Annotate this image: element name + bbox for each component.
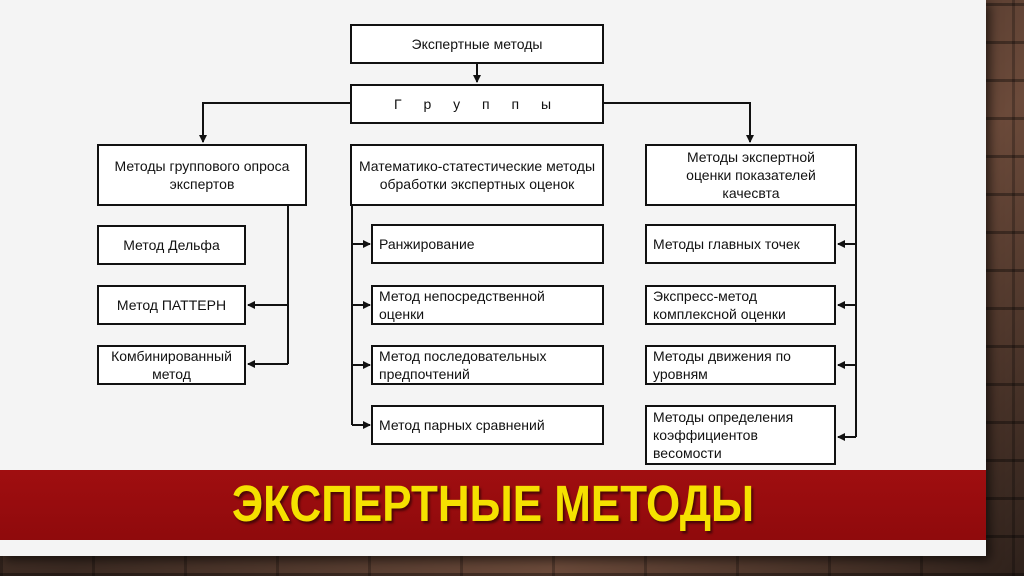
category-expert-quality-label: Методы экспертной оценки показателей кач… (686, 149, 816, 201)
banner-title: ЭКСПЕРТНЫЕ МЕТОДЫ (231, 476, 755, 533)
method-label: Метод последовательных предпочтений (379, 348, 547, 382)
method-label: Ранжирование (379, 236, 475, 252)
root-box: Экспертные методы (350, 24, 604, 64)
category-math-statistical: Математико-статестические методы обработ… (350, 144, 604, 206)
root-label: Экспертные методы (411, 36, 543, 52)
method-box: Метод парных сравнений (371, 405, 604, 445)
title-banner: ЭКСПЕРТНЫЕ МЕТОДЫ (0, 470, 986, 540)
method-box: Методы определения коэффициентов весомос… (645, 405, 836, 465)
method-label: Метод Дельфа (123, 237, 220, 253)
groups-box: Г р у п п ы (350, 84, 604, 124)
method-box: Методы главных точек (645, 224, 836, 264)
category-group-survey-label: Методы группового опроса экспертов (114, 158, 290, 192)
category-expert-quality: Методы экспертной оценки показателей кач… (645, 144, 857, 206)
category-group-survey: Методы группового опроса экспертов (97, 144, 307, 206)
method-box: Метод последовательных предпочтений (371, 345, 604, 385)
method-label: Методы движения по уровням (653, 348, 791, 382)
method-label: Методы главных точек (653, 236, 800, 252)
method-box: Экспресс-метод комплексной оценки (645, 285, 836, 325)
diagram: Экспертные методы Г р у п п ы Методы гру… (97, 24, 857, 465)
slide: Экспертные методы Г р у п п ы Методы гру… (0, 0, 986, 556)
groups-label: Г р у п п ы (393, 96, 561, 112)
category-math-statistical-label: Математико-статестические методы обработ… (358, 158, 596, 192)
method-box: Метод Дельфа (97, 225, 246, 265)
arrow-groups-left (199, 102, 350, 143)
method-label: Экспресс-метод комплексной оценки (653, 288, 786, 322)
method-label: Метод непосредственной оценки (379, 288, 545, 322)
method-box: Комбинированный метод (97, 345, 246, 385)
method-box: Метод непосредственной оценки (371, 285, 604, 325)
method-box: Метод ПАТТЕРН (97, 285, 246, 325)
method-label: Комбинированный метод (111, 348, 232, 382)
method-box: Методы движения по уровням (645, 345, 836, 385)
arrow-groups-right (604, 102, 754, 143)
method-label: Метод ПАТТЕРН (116, 297, 227, 313)
connector-lines (199, 64, 857, 441)
method-box: Ранжирование (371, 224, 604, 264)
method-label: Метод парных сравнений (379, 417, 545, 433)
method-label: Методы определения коэффициентов весомос… (653, 409, 794, 461)
